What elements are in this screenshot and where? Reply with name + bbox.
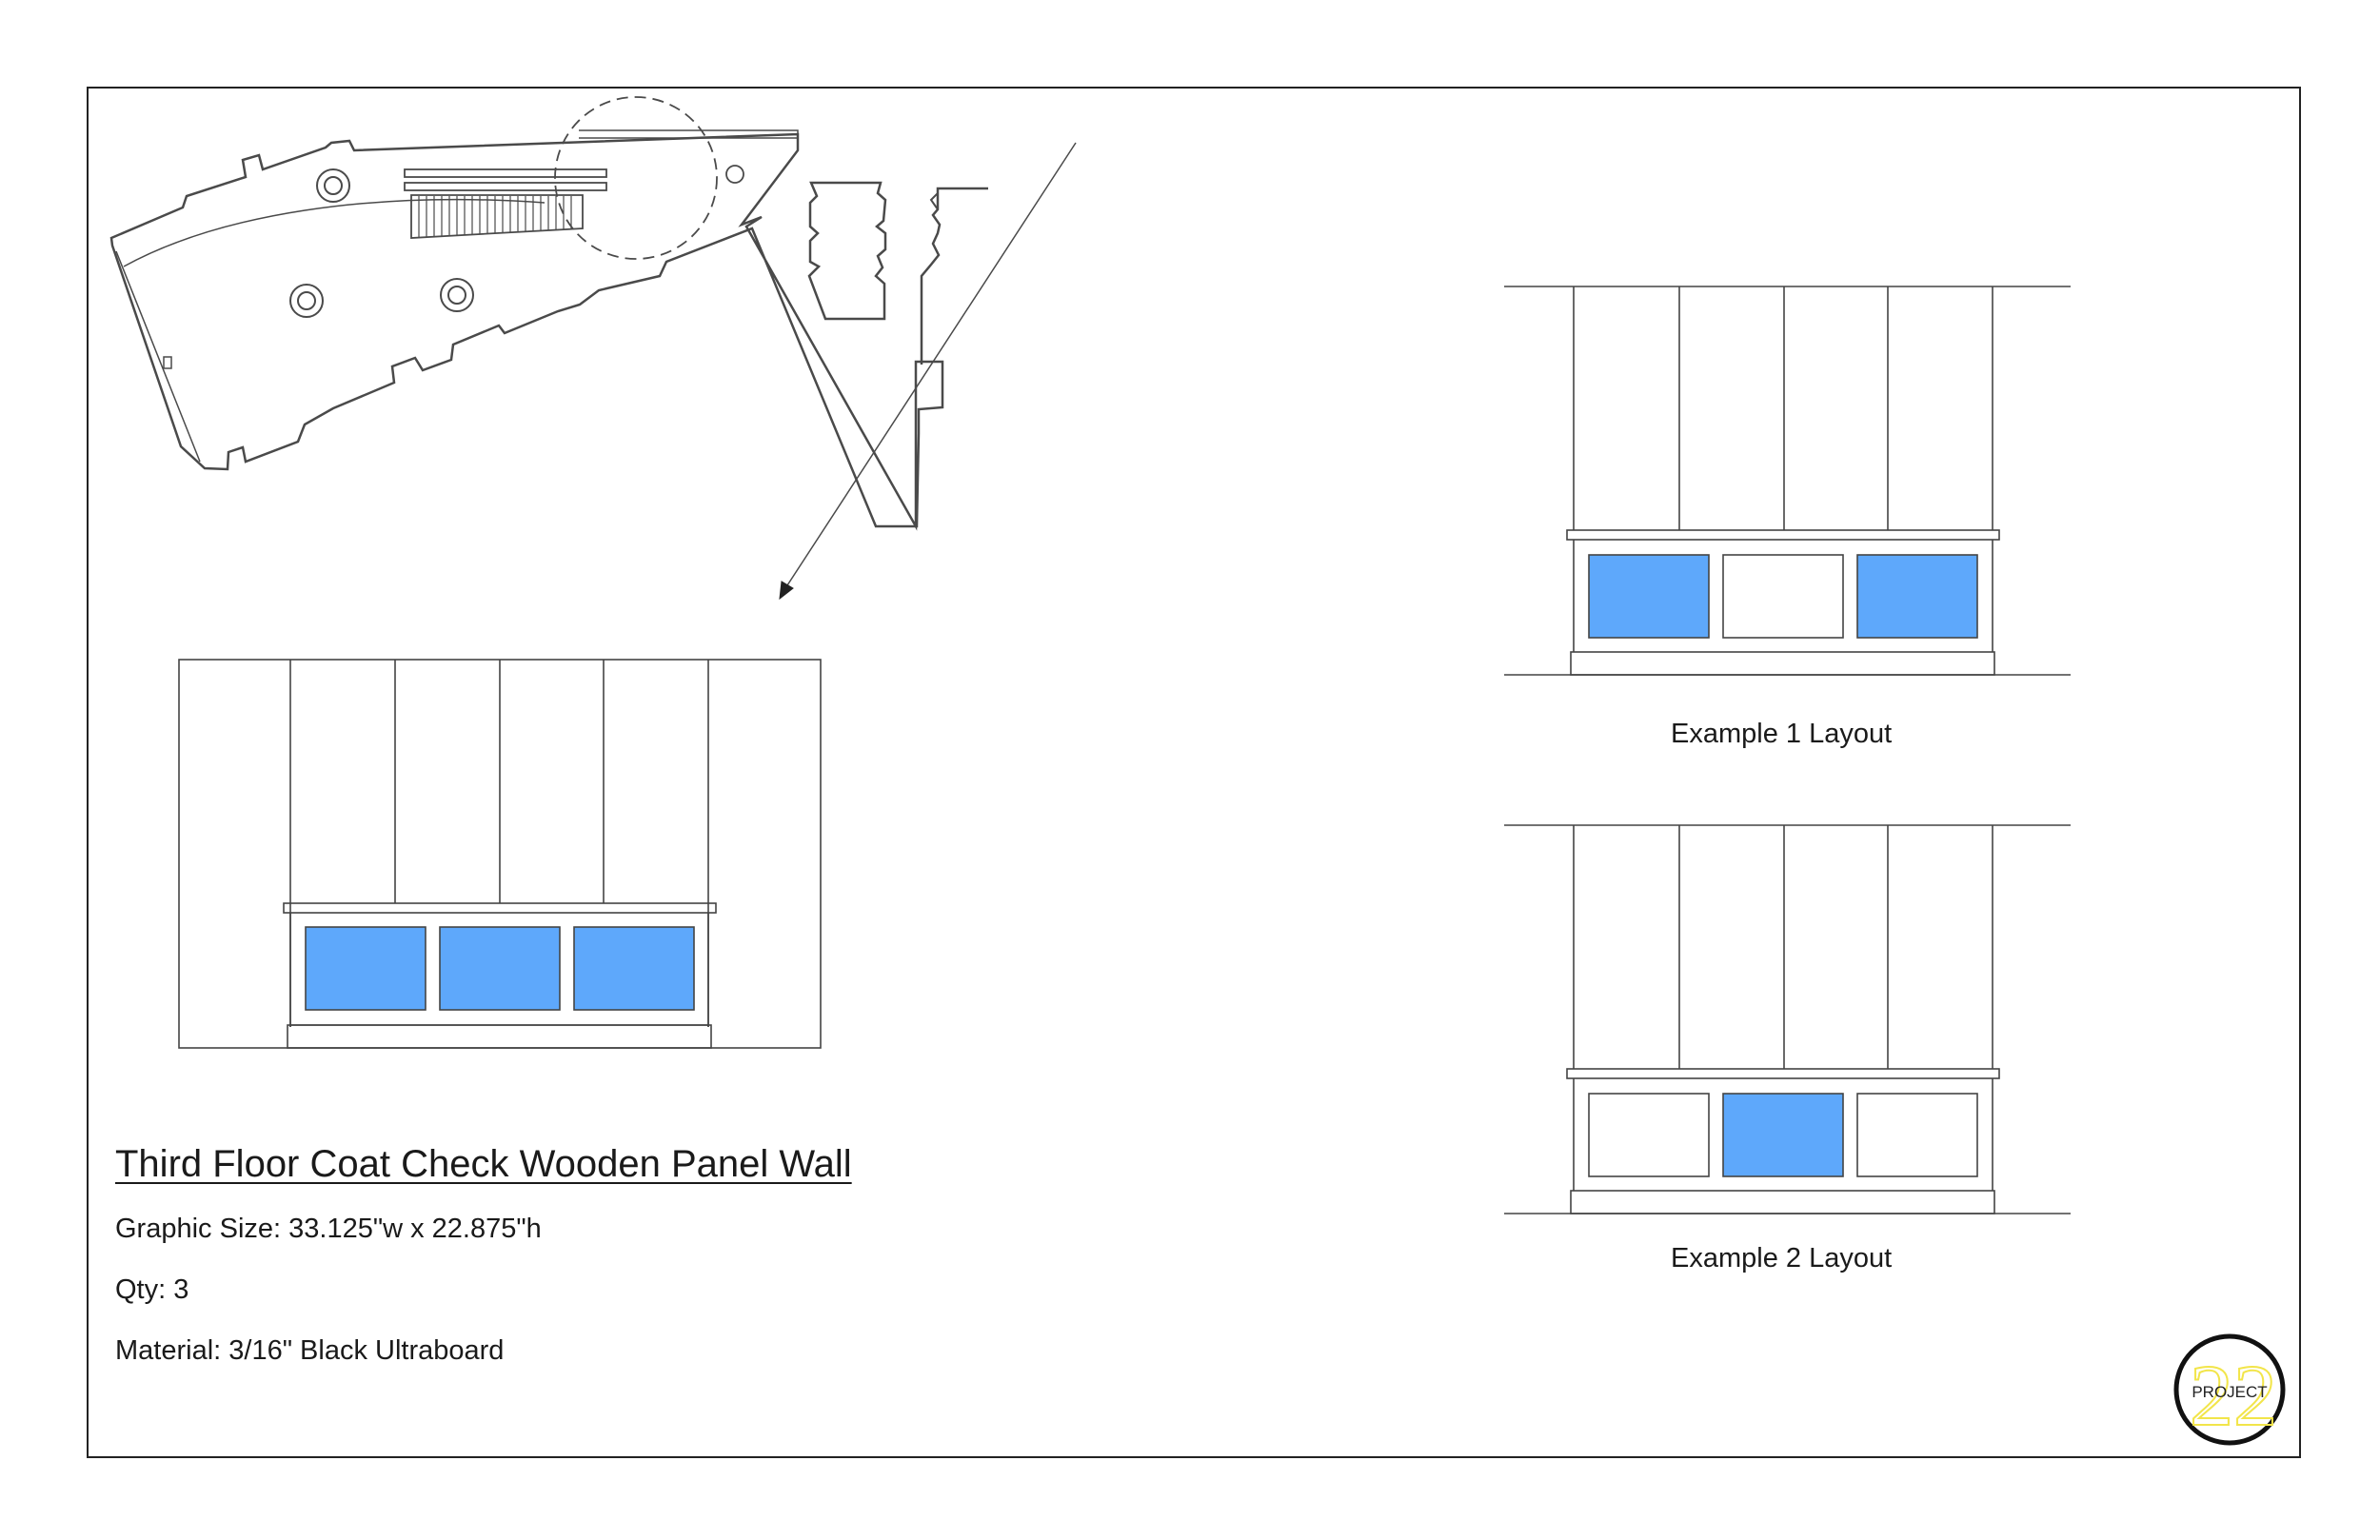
main-elevation-panel-1	[305, 926, 426, 1011]
floor-plan-door	[163, 356, 172, 369]
escalator-rail-top	[404, 168, 607, 178]
logo-numeral: 22	[2190, 1347, 2277, 1444]
main-elevation	[178, 659, 822, 1049]
floor-plan-room-right	[920, 187, 988, 365]
escalator-steps	[410, 194, 584, 239]
main-elevation-panel-2	[439, 926, 561, 1011]
graphic-size-spec: Graphic Size: 33.125"w x 22.875"h	[115, 1214, 542, 1244]
escalator-rail-mid	[404, 182, 607, 191]
leader-line	[786, 142, 1077, 586]
example-2-panel-2	[1722, 1093, 1844, 1177]
example-2-panel-1	[1588, 1093, 1710, 1177]
floor-plan-arc	[123, 198, 545, 267]
main-elevation-base	[287, 1024, 712, 1049]
example-1-caption: Example 1 Layout	[1671, 719, 1893, 749]
sheet-border	[87, 87, 2301, 1458]
example-1-panel-2	[1722, 554, 1844, 639]
example-1-panel-3	[1856, 554, 1978, 639]
floor-plan	[109, 96, 1077, 601]
example-2-caption: Example 2 Layout	[1671, 1243, 1893, 1273]
example-1-panel-1	[1588, 554, 1710, 639]
escalator-treads	[418, 196, 572, 238]
quantity-spec: Qty: 3	[115, 1274, 189, 1305]
floor-plan-outer-wall	[115, 250, 201, 463]
example-2-panel-3	[1856, 1093, 1978, 1177]
main-elevation-shelf	[283, 902, 717, 914]
main-elevation-panel-3	[573, 926, 695, 1011]
example-2-elevation	[1504, 824, 2071, 1214]
floor-plan-outline	[109, 132, 944, 531]
floor-plan-room-left	[807, 181, 887, 321]
detail-circle	[554, 96, 718, 260]
columns	[289, 168, 474, 318]
logo-text: PROJECT	[2192, 1383, 2267, 1401]
example-1-elevation	[1504, 286, 2071, 676]
floor-plan-small-circle	[725, 165, 744, 184]
material-spec: Material: 3/16" Black Ultraboard	[115, 1335, 505, 1366]
leader-arrowhead	[779, 581, 794, 601]
floor-plan-top-ledge	[579, 129, 799, 139]
floor-plan-room-notch	[929, 188, 939, 210]
project-22-logo: 22 PROJECT	[2173, 1333, 2286, 1446]
sheet-title: Third Floor Coat Check Wooden Panel Wall	[115, 1143, 852, 1185]
